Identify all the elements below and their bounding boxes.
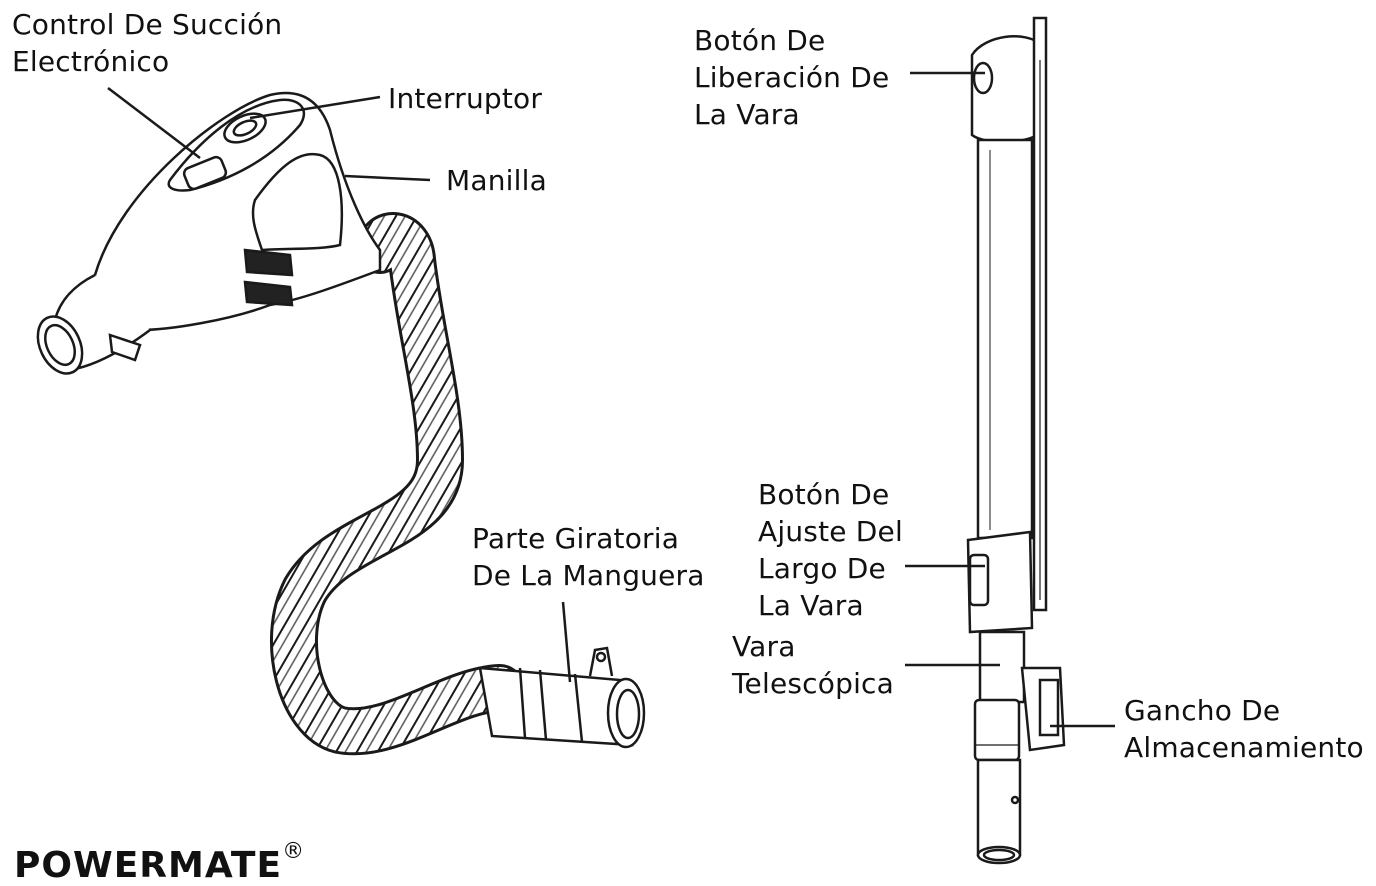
label-telescopic-wand: Vara Telescópica: [732, 630, 894, 700]
label-hose-swivel: Parte Giratoria De La Manguera: [472, 522, 705, 592]
hose: [270, 212, 524, 756]
label-wand-release-button: Botón De Liberación De La Vara: [694, 24, 890, 131]
hose-swivel: [478, 646, 646, 749]
label-storage-hook: Gancho De Almacenamiento: [1124, 694, 1364, 764]
wand: [966, 16, 1066, 865]
label-electronic-suction-control: Control De Succión Electrónico: [12, 8, 283, 78]
brand-logo-text: POWERMATE®: [14, 839, 306, 886]
registered-mark: ®: [282, 839, 306, 864]
leader-lines: [107, 71, 1115, 728]
label-wand-length-adjust-button: Botón De Ajuste Del Largo De La Vara: [758, 478, 903, 622]
handle: [36, 91, 382, 375]
label-handle: Manilla: [446, 164, 547, 197]
label-switch: Interruptor: [388, 82, 543, 115]
